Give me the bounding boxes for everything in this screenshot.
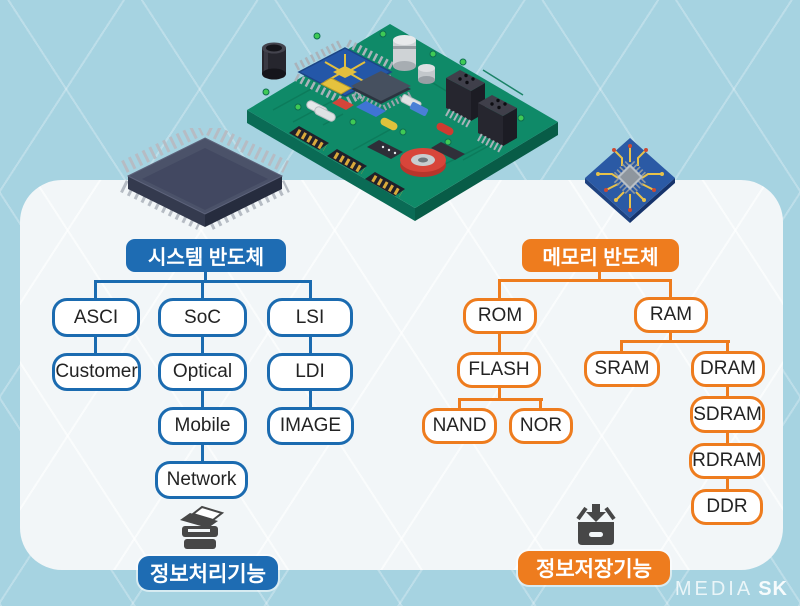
node-rom: ROM <box>463 298 537 334</box>
node-asci: ASCI <box>52 298 140 337</box>
node-sdram: SDRAM <box>690 396 765 433</box>
node-network: Network <box>155 461 248 499</box>
tree-connector <box>726 478 729 489</box>
node-customer: Customer <box>52 353 141 391</box>
printer-icon <box>172 505 228 551</box>
tree-connector <box>309 336 312 354</box>
node-flash: FLASH <box>457 352 541 388</box>
node-optical: Optical <box>158 353 247 391</box>
memory-caption-badge: 정보저장기능 <box>518 551 670 585</box>
cpu-chip-illustration <box>118 123 293 246</box>
watermark-sk: SK <box>758 578 788 600</box>
tree-connector <box>458 398 543 401</box>
node-ldi: LDI <box>267 353 353 391</box>
system-semiconductor-title: 시스템 반도체 <box>126 239 286 272</box>
tree-connector <box>201 389 204 408</box>
node-lsi: LSI <box>267 298 353 337</box>
watermark-media: MEDIA <box>674 578 754 600</box>
tree-connector <box>498 279 672 282</box>
node-ddr: DDR <box>691 489 763 525</box>
tree-connector <box>598 272 601 282</box>
tree-connector <box>669 332 672 342</box>
tree-connector <box>458 398 461 408</box>
tree-connector <box>498 279 501 298</box>
tree-connector <box>201 443 204 462</box>
tree-connector <box>94 280 97 298</box>
tree-connector <box>498 387 501 400</box>
memory-chip-illustration <box>578 132 686 224</box>
tree-connector <box>204 272 207 281</box>
tree-connector <box>309 280 312 298</box>
node-ram: RAM <box>634 297 708 333</box>
tree-connector <box>309 389 312 408</box>
node-rdram: RDRAM <box>689 443 765 479</box>
tree-connector <box>498 333 501 352</box>
memory-semiconductor-title: 메모리 반도체 <box>522 239 679 272</box>
node-mobile: Mobile <box>158 407 247 445</box>
tree-connector <box>726 432 729 443</box>
node-soc: SoC <box>158 298 247 337</box>
tree-connector <box>669 279 672 297</box>
tree-connector <box>539 398 542 408</box>
system-caption-badge: 정보처리기능 <box>138 556 278 590</box>
tree-connector <box>201 336 204 354</box>
circuit-board-illustration <box>233 10 565 225</box>
tree-connector <box>94 336 97 354</box>
node-sram: SRAM <box>584 351 660 387</box>
node-dram: DRAM <box>691 351 765 387</box>
tree-connector <box>620 340 730 343</box>
node-image: IMAGE <box>267 407 354 445</box>
tree-connector <box>201 280 204 298</box>
node-nor: NOR <box>509 408 573 444</box>
archive-download-icon <box>571 504 621 548</box>
tree-connector <box>726 340 729 351</box>
tree-connector <box>726 386 729 396</box>
node-nand: NAND <box>422 408 497 444</box>
tree-connector <box>620 340 623 351</box>
